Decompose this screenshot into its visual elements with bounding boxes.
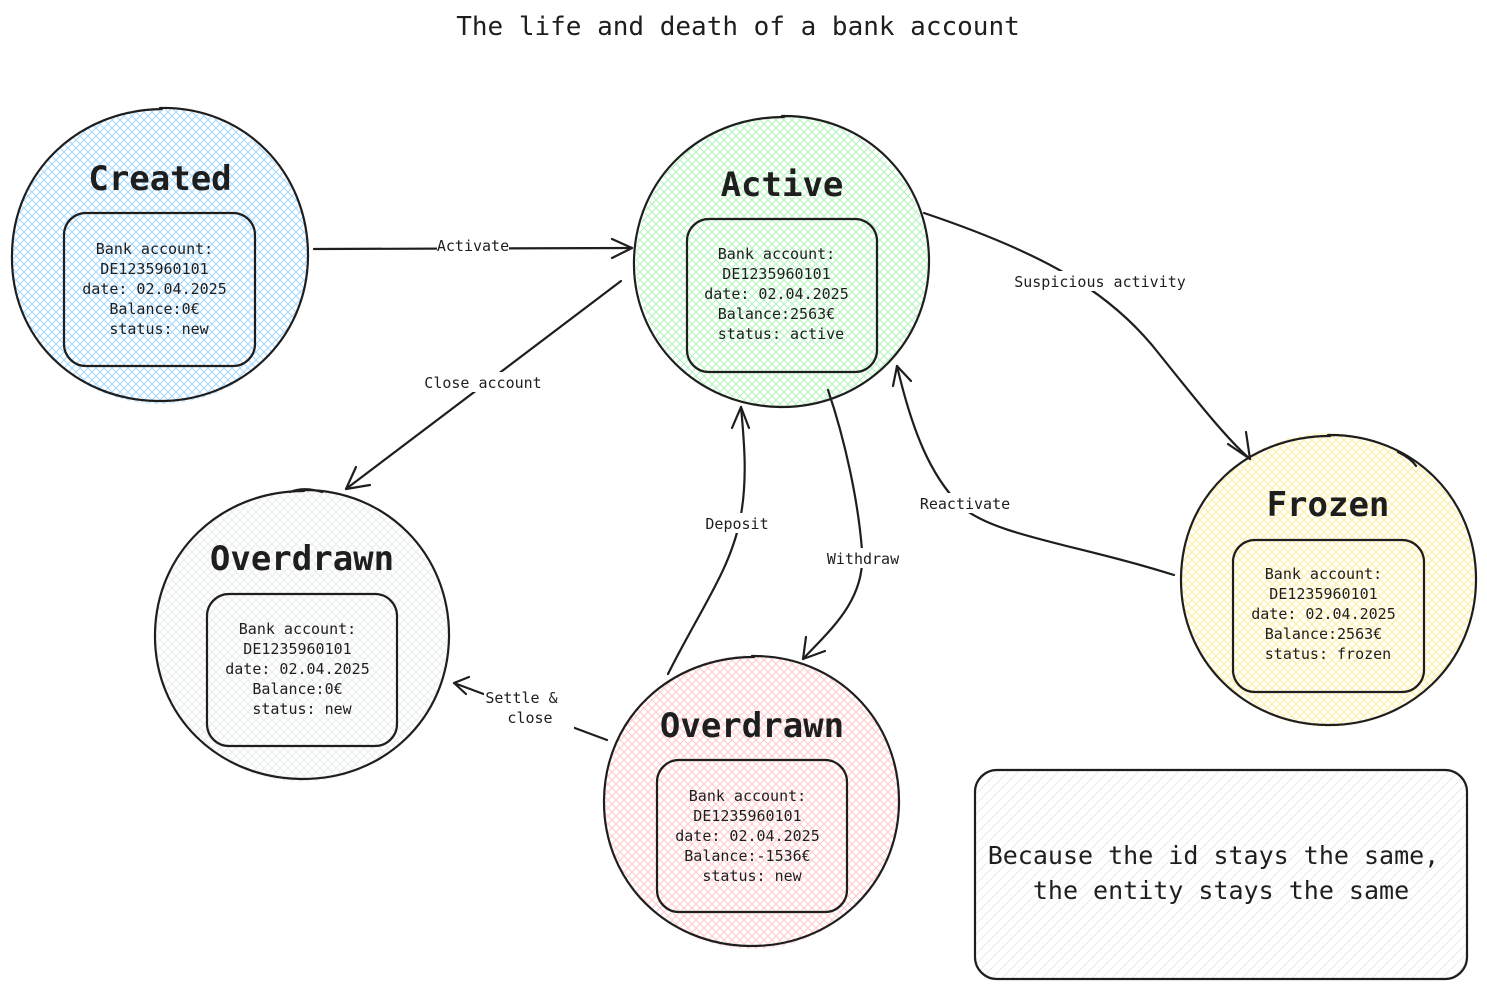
state-frozen-outline [1179,433,1478,727]
state-overdrawn-card-text: Bank account: DE1235960101 date: 02.04.2… [675,787,829,885]
state-overdrawn-card [655,758,849,914]
closed-line-1: Bank account: [239,620,356,638]
arrowhead-withdraw [801,635,827,661]
transition-close: Close account [344,279,623,491]
label-bg-settle [484,686,574,730]
state-closed: Overdrawn Bank account: DE1235960101 dat… [153,488,451,782]
label-settle: Settle & close [485,689,566,727]
state-active-title: Active [721,165,844,205]
state-frozen-title: Frozen [1267,485,1390,525]
transition-suspicious: Suspicious activity [922,211,1252,461]
overdrawn-line-3: date: 02.04.2025 [675,827,820,845]
note-fill [975,770,1467,979]
frozen-line-4: Balance:2563€ [1265,625,1382,643]
label-close: Close account [424,374,541,392]
transition-reactivate: Reactivate [891,364,1176,577]
active-line-3: date: 02.04.2025 [704,285,849,303]
state-frozen-card [1231,538,1426,694]
label-settle-line-1: Settle & [485,689,557,707]
overdrawn-line-4: Balance:-1536€ [684,847,810,865]
label-bg-reactivate [918,493,1012,513]
frozen-line-5: status: frozen [1265,645,1391,663]
state-frozen-circle [1181,433,1475,727]
state-active-outline [632,114,931,409]
label-bg-withdraw [825,548,901,568]
label-reactivate: Reactivate [920,495,1010,513]
state-closed-circle [156,490,448,782]
active-line-4: Balance:2563€ [718,305,835,323]
state-closed-card-text: Bank account: DE1235960101 date: 02.04.2… [225,620,379,718]
state-active: Active Bank account: DE1235960101 date: … [632,114,931,409]
state-active-card-text: Bank account: DE1235960101 date: 02.04.2… [704,245,858,343]
label-withdraw: Withdraw [827,550,900,568]
state-created-title: Created [88,159,231,199]
state-active-card [685,217,879,374]
arrow-reactivate [895,364,1176,577]
state-created-card [62,211,257,368]
state-created-outline [10,106,310,403]
arrowhead-deposit [730,405,751,430]
state-frozen-card-text: Bank account: DE1235960101 date: 02.04.2… [1251,565,1405,663]
state-closed-title: Overdrawn [210,539,394,579]
note-text: Because the id stays the same, the entit… [988,841,1455,905]
transition-settle: Settle & close [452,675,609,742]
frozen-line-2: DE1235960101 [1269,585,1377,603]
state-overdrawn-circle [605,655,899,949]
arrow-withdraw [801,388,864,661]
note-line-1: Because the id stays the same, [988,841,1440,870]
created-line-2: DE1235960101 [100,260,208,278]
transition-activate: Activate [312,236,634,260]
overdrawn-line-1: Bank account: [689,787,806,805]
state-overdrawn-title: Overdrawn [660,706,844,746]
state-created: Created Bank account: DE1235960101 date:… [10,106,310,404]
label-bg-close [424,372,542,392]
state-created-circle [12,108,308,404]
note-line-2: the entity stays the same [1033,876,1409,905]
arrowhead-settle [452,675,471,696]
note-box: Because the id stays the same, the entit… [973,768,1469,981]
label-bg-activate [437,236,509,254]
closed-line-3: date: 02.04.2025 [225,660,370,678]
label-activate: Activate [437,237,509,255]
label-suspicious: Suspicious activity [1014,273,1186,291]
overdrawn-line-5: status: new [702,867,802,885]
created-line-4: Balance:0€ [109,300,199,318]
state-closed-card [205,592,399,748]
closed-line-2: DE1235960101 [243,640,351,658]
created-line-1: Bank account: [96,240,213,258]
created-line-3: date: 02.04.2025 [82,280,227,298]
label-bg-suspicious [1015,271,1185,291]
state-overdrawn: Overdrawn Bank account: DE1235960101 dat… [602,654,901,949]
arrow-deposit [666,405,746,676]
created-line-5: status: new [109,320,209,338]
arrowhead-activate [610,237,634,260]
arrow-suspicious [922,211,1252,461]
active-line-1: Bank account: [718,245,835,263]
state-created-card-text: Bank account: DE1235960101 date: 02.04.2… [82,240,236,338]
active-line-2: DE1235960101 [722,265,830,283]
transition-deposit: Deposit [666,405,771,676]
closed-line-4: Balance:0€ [252,680,342,698]
state-closed-outline [153,488,451,781]
arrowhead-close [344,465,372,491]
note-outline [973,768,1469,981]
state-active-circle [636,116,928,408]
state-frozen: Frozen Bank account: DE1235960101 date: … [1179,433,1478,727]
overdrawn-line-2: DE1235960101 [693,807,801,825]
label-bg-deposit [703,513,771,533]
diagram-title: The life and death of a bank account [456,12,1020,42]
frozen-line-3: date: 02.04.2025 [1251,605,1396,623]
frozen-line-1: Bank account: [1265,565,1382,583]
arrowhead-reactivate [891,364,913,388]
transition-withdraw: Withdraw [801,388,901,661]
closed-line-5: status: new [252,700,352,718]
active-line-5: status: active [718,325,844,343]
arrowhead-suspicious [1226,430,1252,461]
label-settle-line-2: close [507,709,552,727]
label-deposit: Deposit [705,515,768,533]
state-overdrawn-outline [602,654,901,948]
